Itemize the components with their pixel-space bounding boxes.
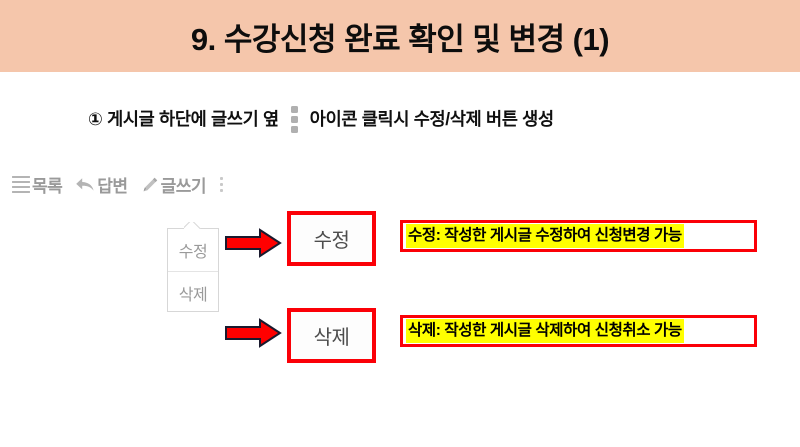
- reply-arrow-icon: [75, 176, 95, 194]
- annotation-delete: 삭제: 작성한 게시글 삭제하여 신청취소 가능: [400, 315, 757, 347]
- arrow-to-edit-button: [224, 228, 282, 258]
- kebab-dot-3: [290, 126, 298, 133]
- annotation-edit: 수정: 작성한 게시글 수정하여 신청변경 가능: [400, 220, 757, 252]
- toolbar-label-list: 목록: [32, 177, 63, 196]
- list-icon: [12, 175, 30, 194]
- kebab-dot-1: [290, 106, 298, 113]
- toolbar-kebab-menu-icon[interactable]: [219, 176, 224, 193]
- page-title: 9. 수강신청 완료 확인 및 변경 (1): [190, 21, 610, 57]
- arrow-to-delete-button: [224, 318, 282, 348]
- kebab-dot-2: [290, 116, 298, 123]
- subtitle-row: ① 게시글 하단에 글쓰기 옆 아이콘 클릭시 수정/삭제 버튼 생성: [88, 105, 554, 133]
- annotation-delete-text: 삭제: 작성한 게시글 삭제하여 신청취소 가능: [406, 318, 684, 344]
- kebab-menu-icon: [290, 106, 298, 133]
- toolbar-item-reply[interactable]: 답변: [75, 172, 128, 197]
- toolbar-item-list[interactable]: 목록: [12, 172, 63, 197]
- toolbar-item-write[interactable]: 글쓰기: [141, 172, 206, 197]
- delete-button-label: 삭제: [291, 312, 372, 359]
- toolbar-kebab-dot-3: [219, 188, 224, 193]
- edit-button-highlight[interactable]: 수정: [287, 211, 376, 266]
- annotation-edit-text: 수정: 작성한 게시글 수정하여 신청변경 가능: [406, 223, 684, 249]
- dropdown-popup: 수정 삭제: [167, 220, 219, 313]
- toolbar-kebab-dot-2: [219, 182, 224, 187]
- toolbar-kebab-dot-1: [219, 176, 224, 181]
- dropdown-item-delete[interactable]: 삭제: [168, 271, 218, 313]
- toolbar-label-reply: 답변: [97, 177, 128, 196]
- subtitle-prefix: ① 게시글 하단에 글쓰기 옆: [88, 109, 279, 129]
- edit-button-label: 수정: [291, 215, 372, 262]
- header-band: 9. 수강신청 완료 확인 및 변경 (1): [0, 0, 800, 72]
- dropdown-caret-icon: [184, 220, 202, 229]
- delete-button-highlight[interactable]: 삭제: [287, 308, 376, 363]
- board-toolbar: 목록 답변 글쓰기: [12, 172, 224, 197]
- subtitle-suffix: 아이콘 클릭시 수정/삭제 버튼 생성: [309, 109, 554, 129]
- toolbar-label-write: 글쓰기: [160, 177, 207, 196]
- pencil-icon: [141, 176, 159, 194]
- dropdown-item-edit[interactable]: 수정: [178, 244, 208, 261]
